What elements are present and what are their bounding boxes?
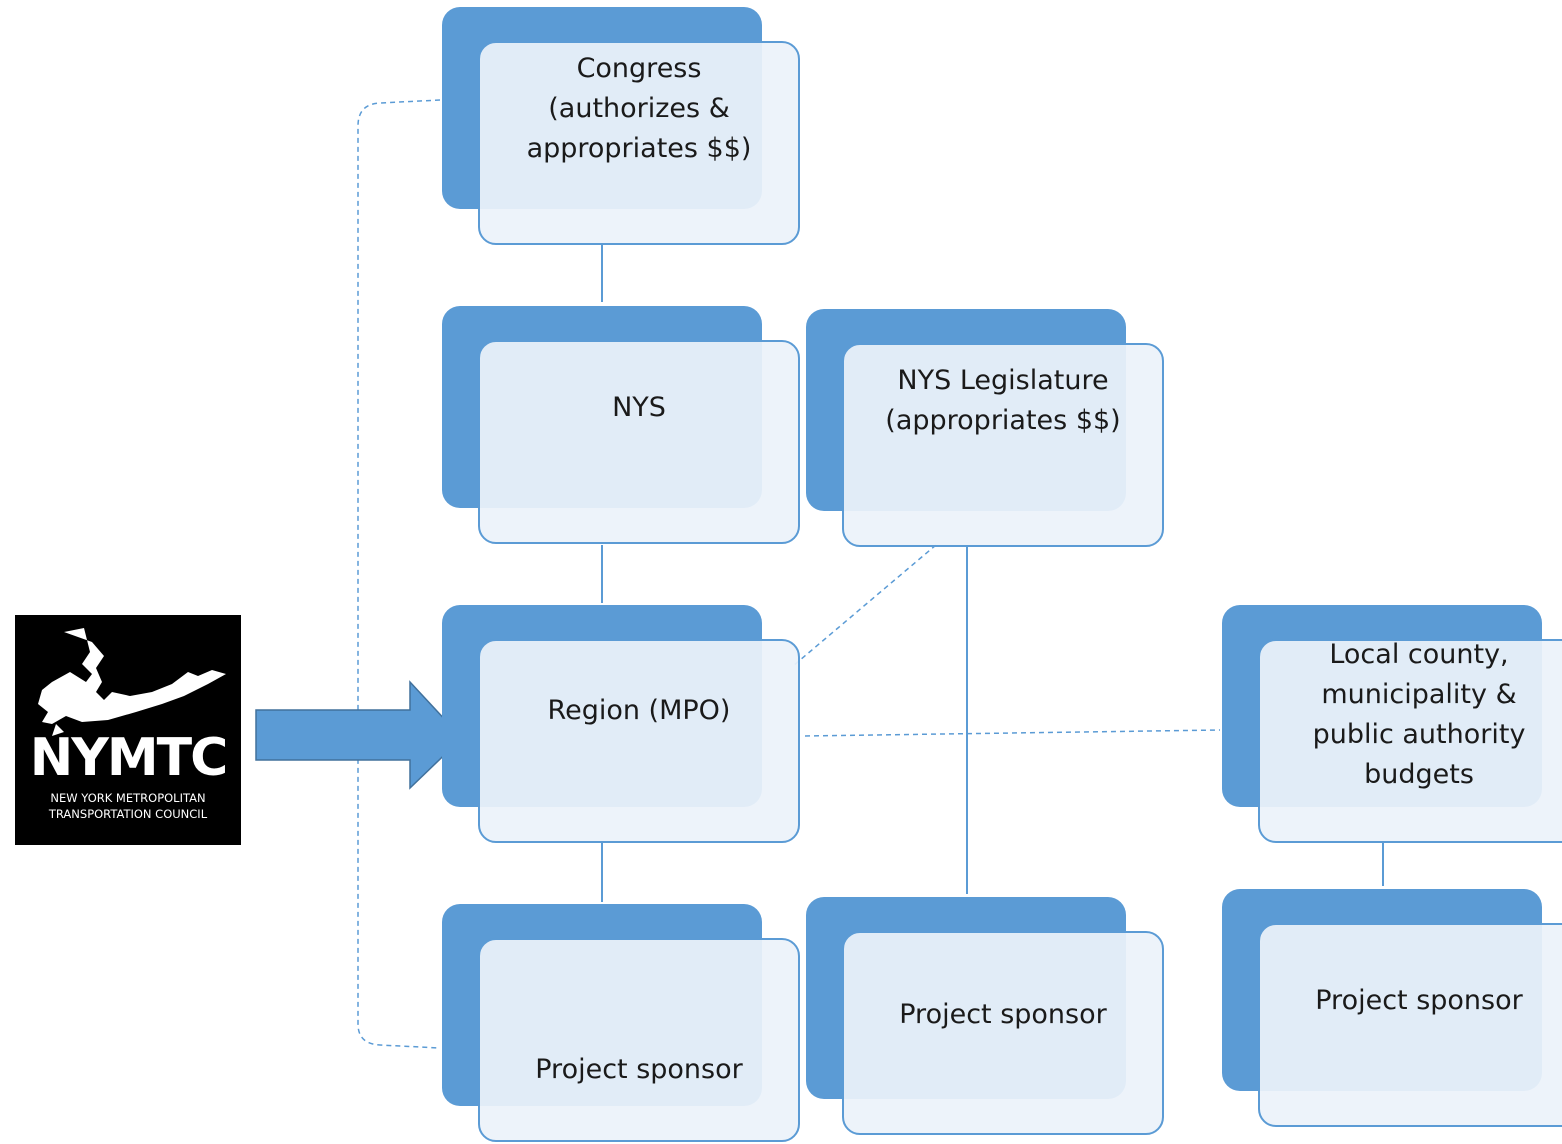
node-label-region: Region (MPO) bbox=[547, 695, 731, 726]
node-front: Project sponsor bbox=[842, 931, 1164, 1135]
node-front: Congress (authorizes & appropriates $$) bbox=[478, 41, 800, 245]
node-front: Region (MPO) bbox=[478, 639, 800, 843]
node-project-sponsor-2: Project sponsor bbox=[806, 897, 1166, 1137]
node-front: Local county, municipality & public auth… bbox=[1258, 639, 1562, 843]
dashed-connector-region-local bbox=[804, 729, 1221, 737]
node-front: NYS bbox=[478, 340, 800, 544]
node-local-budgets: Local county, municipality & public auth… bbox=[1222, 605, 1562, 845]
node-project-sponsor-3: Project sponsor bbox=[1222, 889, 1562, 1129]
node-nys: NYS bbox=[442, 306, 802, 546]
node-label-project-sponsor-3: Project sponsor bbox=[1315, 985, 1523, 1016]
node-front: Project sponsor bbox=[478, 938, 800, 1142]
logo-wordmark: NYMTC bbox=[29, 728, 229, 788]
node-label-nys-legislature: NYS Legislature (appropriates $$) bbox=[885, 365, 1121, 436]
node-label-congress: Congress (authorizes & appropriates $$) bbox=[526, 53, 752, 164]
node-label-local-budgets: Local county, municipality & public auth… bbox=[1312, 639, 1526, 790]
node-label-project-sponsor-2: Project sponsor bbox=[899, 999, 1107, 1030]
region-map-icon bbox=[38, 628, 226, 736]
logo-subtitle-line2: TRANSPORTATION COUNCIL bbox=[48, 807, 208, 821]
node-front: Project sponsor bbox=[1258, 923, 1562, 1127]
logo-subtitle-line1: NEW YORK METROPOLITAN bbox=[50, 791, 206, 805]
node-congress: Congress (authorizes & appropriates $$) bbox=[442, 7, 802, 247]
node-project-sponsor-1: Project sponsor bbox=[442, 904, 802, 1144]
nymtc-logo: NYMTC NEW YORK METROPOLITAN TRANSPORTATI… bbox=[12, 612, 244, 848]
dashed-connector-legislature-region bbox=[792, 544, 937, 667]
node-region: Region (MPO) bbox=[442, 605, 802, 845]
node-front: NYS Legislature (appropriates $$) bbox=[842, 343, 1164, 547]
node-label-nys: NYS bbox=[612, 392, 666, 423]
dashed-connector-congress-sponsor bbox=[357, 99, 441, 1049]
node-nys-legislature: NYS Legislature (appropriates $$) bbox=[806, 309, 1166, 549]
node-label-project-sponsor-1: Project sponsor bbox=[535, 1054, 743, 1085]
block-arrow bbox=[255, 680, 464, 790]
